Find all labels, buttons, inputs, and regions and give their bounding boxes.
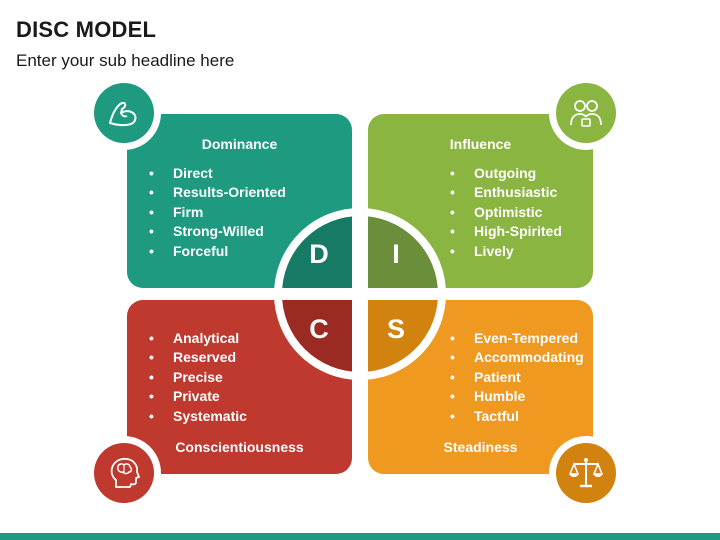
flexed-arm-icon <box>109 101 137 127</box>
list-item: Even-Tempered <box>450 329 584 349</box>
steadiness-icon-badge <box>549 436 623 510</box>
list-item: Private <box>149 387 247 407</box>
conscientiousness-title: Conscientiousness <box>175 439 304 455</box>
dominance-box: Dominance Direct Results-Oriented Firm S… <box>127 114 352 288</box>
list-item: Humble <box>450 387 584 407</box>
people-group-icon <box>570 100 602 127</box>
balance-scale-icon <box>568 458 604 488</box>
list-item: Patient <box>450 368 584 388</box>
list-item: Reserved <box>149 348 247 368</box>
conscientiousness-list: Analytical Reserved Precise Private Syst… <box>149 329 247 426</box>
list-item: Forceful <box>149 242 286 262</box>
list-item: High-Spirited <box>450 222 562 242</box>
list-item: Lively <box>450 242 562 262</box>
steadiness-title: Steadiness <box>443 439 518 455</box>
list-item: Systematic <box>149 407 247 427</box>
dominance-icon-badge <box>87 76 161 150</box>
list-item: Optimistic <box>450 203 562 223</box>
dominance-title: Dominance <box>201 136 278 152</box>
conscientiousness-icon-badge <box>87 436 161 510</box>
list-item: Analytical <box>149 329 247 349</box>
list-item: Accommodating <box>450 348 584 368</box>
list-item: Strong-Willed <box>149 222 286 242</box>
bottom-accent-bar <box>0 533 720 540</box>
list-item: Precise <box>149 368 247 388</box>
list-item: Direct <box>149 164 286 184</box>
dominance-list: Direct Results-Oriented Firm Strong-Will… <box>149 164 286 261</box>
list-item: Results-Oriented <box>149 183 286 203</box>
letter-i: I <box>392 239 400 269</box>
letter-s: S <box>386 314 405 344</box>
steadiness-box: Even-Tempered Accommodating Patient Humb… <box>368 300 593 474</box>
influence-list: Outgoing Enthusiastic Optimistic High-Sp… <box>450 164 562 261</box>
head-brain-icon <box>110 457 140 488</box>
influence-icon-badge <box>549 76 623 150</box>
list-item: Outgoing <box>450 164 562 184</box>
page-subtitle: Enter your sub headline here <box>16 51 235 70</box>
influence-title: Influence <box>449 136 512 152</box>
steadiness-list: Even-Tempered Accommodating Patient Humb… <box>450 329 584 426</box>
list-item: Firm <box>149 203 286 223</box>
page-title: DISC MODEL <box>16 17 157 42</box>
letter-d: D <box>309 239 329 269</box>
list-item: Enthusiastic <box>450 183 562 203</box>
list-item: Tactful <box>450 407 584 427</box>
letter-c: C <box>309 314 329 344</box>
